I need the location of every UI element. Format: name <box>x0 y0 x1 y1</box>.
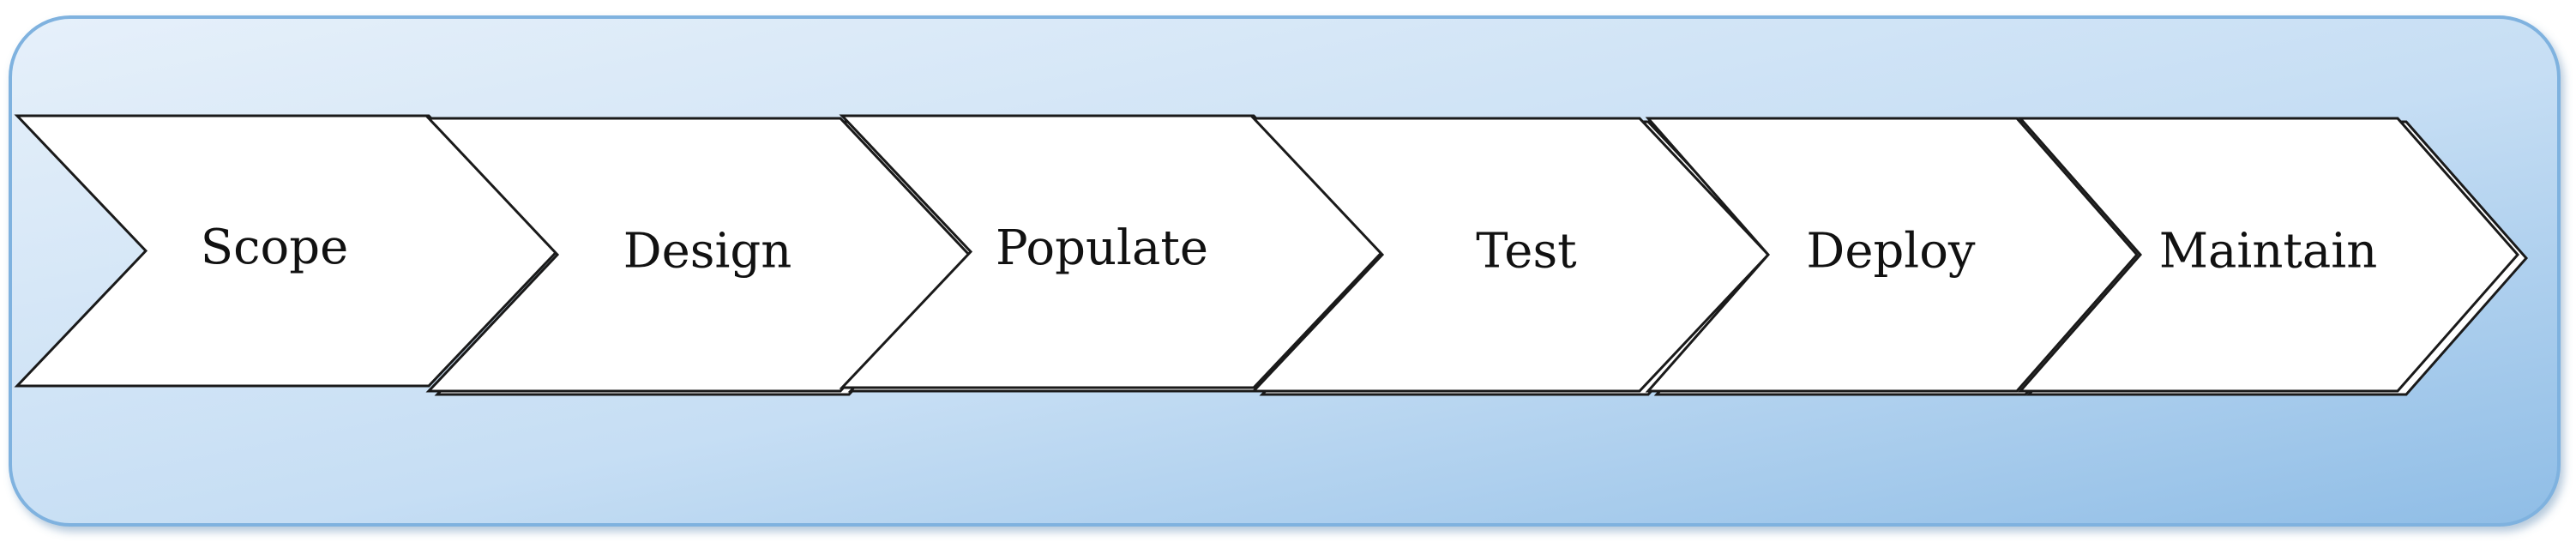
step-label: Populate <box>996 220 1208 276</box>
chevron-shape <box>2017 117 2519 393</box>
step-label: Maintain <box>2159 224 2378 280</box>
chevron-step-populate: Populate <box>839 114 1393 393</box>
chevron-shape <box>1250 117 1771 393</box>
step-label: Test <box>1476 224 1577 280</box>
step-label: Scope <box>201 220 348 275</box>
chevron-step-scope: Scope <box>14 114 560 388</box>
step-label: Deploy <box>1806 224 1976 280</box>
chevron-step-test: Test <box>1250 117 1779 396</box>
chevron-step-design: Design <box>425 117 980 396</box>
chevron-step-maintain: Maintain <box>2017 117 2528 396</box>
chevron-shape <box>839 114 1385 389</box>
step-label: Design <box>623 224 792 280</box>
chevron-step-deploy: Deploy <box>1645 117 2147 396</box>
chevron-shape <box>425 117 972 393</box>
chevron-shape <box>14 114 560 388</box>
chevron-row: Scope Design Populate Test Deploy Maintain <box>14 114 2528 396</box>
chevron-shape <box>1645 117 2139 393</box>
